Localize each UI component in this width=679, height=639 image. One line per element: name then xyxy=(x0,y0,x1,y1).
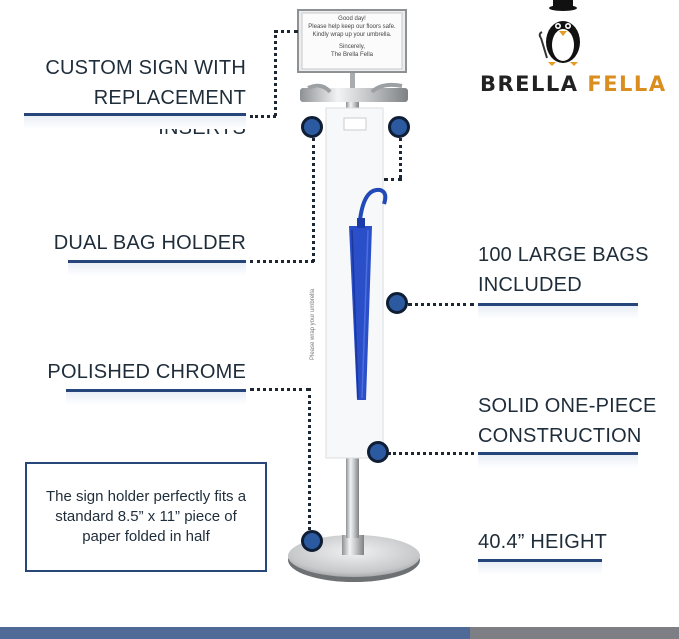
leader-custom-sign-h xyxy=(250,115,276,118)
leader-dual-bag-h xyxy=(250,260,314,263)
label-large-bags: 100 LARGE BAGS INCLUDED xyxy=(478,244,649,296)
callout-dot-left-hook xyxy=(301,116,323,138)
hook-bar xyxy=(300,88,408,102)
label-polished: POLISHED CHROME xyxy=(47,361,246,383)
info-box: The sign holder perfectly fits a standar… xyxy=(25,462,267,572)
underline-dual-bag xyxy=(68,260,246,276)
leader-large-bags xyxy=(408,303,474,306)
callout-dot-right-hook xyxy=(388,116,410,138)
leader-dual-bag-right-h xyxy=(384,178,402,181)
underline-custom-sign xyxy=(24,113,246,129)
label-solid: SOLID ONE-PIECE CONSTRUCTION xyxy=(478,395,657,447)
stand-collar xyxy=(342,535,364,555)
label-dual-bag: DUAL BAG HOLDER xyxy=(53,232,246,254)
umbrella-handle xyxy=(358,187,388,221)
leader-custom-sign-top xyxy=(274,30,298,33)
leader-dual-bag-right xyxy=(399,138,402,178)
label-height: 40.4” HEIGHT xyxy=(478,531,608,553)
underline-large-bags xyxy=(478,303,638,319)
bottom-bar-blue xyxy=(0,627,470,639)
bottom-bar xyxy=(0,627,679,639)
leader-dual-bag-v xyxy=(312,138,315,262)
callout-dot-pole xyxy=(367,441,389,463)
underline-polished xyxy=(66,389,246,405)
bottom-bar-gray xyxy=(470,627,679,639)
leader-solid xyxy=(388,452,474,455)
label-custom-sign: CUSTOM SIGN WITH REPLACEMENT INSERTS xyxy=(45,57,246,139)
brand-logo: BRELLA FELLA xyxy=(480,72,667,96)
underline-solid xyxy=(478,452,638,468)
callout-dot-bag xyxy=(386,292,408,314)
leader-polished-v xyxy=(308,388,311,530)
callout-dot-base xyxy=(301,530,323,552)
sign-text: Good day! Please help keep our floors sa… xyxy=(308,16,396,58)
leader-custom-sign-v xyxy=(274,30,277,116)
bag-print: Please wrap your umbrella xyxy=(310,288,316,360)
underline-height xyxy=(478,559,602,575)
leader-polished-h xyxy=(250,388,310,391)
